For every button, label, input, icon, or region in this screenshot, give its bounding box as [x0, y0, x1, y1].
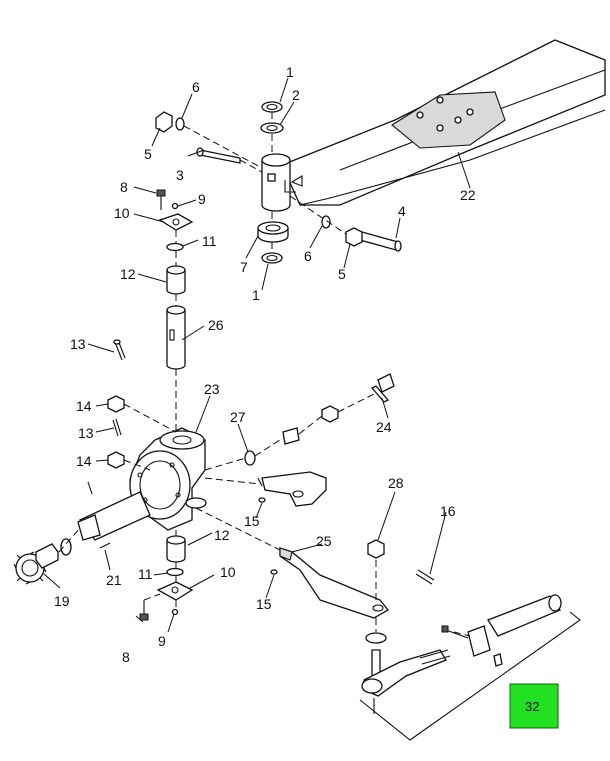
assembly-bracket: [359, 611, 581, 741]
cotter-pin-15-lower: [270, 569, 278, 575]
nut-lower: [345, 227, 363, 247]
draw-key-lower: [359, 231, 402, 252]
callout-15-lower: 15: [256, 596, 272, 612]
grease-fitting-lower: [171, 608, 179, 616]
callout-5-lower: 5: [338, 266, 346, 282]
steering-knuckle: [77, 427, 207, 541]
callout-15-upper: 15: [244, 513, 260, 529]
callout-labels: 1 2 3 4 5 5 6 6 7 8 8 9 9 10 10 11 11 12…: [54, 64, 476, 665]
callout-24: 24: [376, 419, 392, 435]
callout-23: 23: [204, 381, 220, 397]
nut-14-lower: [107, 451, 125, 469]
bushing-upper: [166, 265, 186, 295]
bolt-upper-cap: [156, 189, 166, 210]
washer-27: [244, 450, 256, 466]
callout-12-lower: 12: [214, 527, 230, 543]
callout-6-upper: 6: [192, 79, 200, 95]
grease-fitting-upper: [171, 202, 179, 210]
thrust-bearing: [257, 221, 289, 243]
axle-beam: [281, 39, 606, 206]
callout-27: 27: [230, 409, 246, 425]
cotter-pin-13-lower: [112, 418, 122, 437]
assembly-centerlines: [58, 112, 471, 637]
callout-9-upper: 9: [198, 191, 206, 207]
callout-32-box[interactable]: [509, 683, 559, 729]
cotter-pin-13-upper: [113, 339, 126, 361]
lower-thrust-washer: [261, 252, 283, 264]
callout-12-upper: 12: [120, 266, 136, 282]
gasket-lower: [166, 567, 184, 577]
callout-7: 7: [240, 259, 248, 275]
callout-11-upper: 11: [202, 233, 217, 249]
callout-10-lower: 10: [220, 564, 236, 580]
callout-4: 4: [398, 203, 406, 219]
callout-10-upper: 10: [114, 205, 130, 221]
lock-washer-upper: [175, 117, 185, 131]
upper-seal: [260, 122, 284, 134]
callout-19: 19: [54, 593, 70, 609]
callout-13-lower: 13: [78, 425, 94, 441]
tube-clamp: [441, 625, 503, 667]
cross-tube: [487, 594, 562, 637]
castle-nut: [367, 539, 385, 559]
callout-32-highlight[interactable]: 32: [509, 683, 559, 729]
tie-rod-arm: [279, 547, 389, 619]
callout-2: 2: [292, 87, 300, 103]
callout-1-lower: 1: [252, 287, 260, 303]
callout-14-lower: 14: [76, 453, 92, 469]
bolt-lower-cap: [139, 600, 149, 621]
cotter-pin-16: [415, 569, 435, 585]
callout-25: 25: [316, 533, 332, 549]
callout-6-lower: 6: [304, 248, 312, 264]
callout-1: 1: [286, 64, 294, 80]
callout-26: 26: [208, 317, 224, 333]
nut-upper: [155, 111, 173, 133]
callout-22: 22: [460, 187, 476, 203]
kingpin: [166, 305, 186, 370]
cotter-pin-21: [99, 542, 111, 549]
steering-arm-bolt: [370, 373, 395, 403]
callout-11-lower: 11: [138, 566, 153, 582]
lock-washer-lower: [321, 215, 331, 229]
callout-32[interactable]: 32: [525, 699, 539, 714]
leader-lines: [43, 77, 471, 633]
callout-14-upper: 14: [76, 398, 92, 414]
cotter-pin-15-upper: [258, 497, 266, 503]
tie-rod-end: [361, 632, 451, 714]
beam-kingpin-boss: [261, 153, 303, 212]
nut-14-upper: [107, 395, 125, 413]
cotter-pin-14: [87, 481, 93, 495]
callout-9-lower: 9: [158, 633, 166, 649]
callout-8-lower: 8: [122, 649, 130, 665]
steering-arm: [257, 471, 327, 507]
callout-16: 16: [440, 503, 456, 519]
kingpin-cap-upper: [158, 213, 194, 231]
spacer-24: [282, 427, 300, 445]
callout-3: 3: [176, 167, 184, 183]
bushing-lower: [166, 535, 186, 563]
callout-28: 28: [388, 475, 404, 491]
spindle-washer: [35, 538, 72, 569]
callout-5-upper: 5: [144, 146, 152, 162]
callout-13-upper: 13: [70, 336, 86, 352]
nut-24: [321, 405, 339, 423]
callout-8-upper: 8: [120, 179, 128, 195]
callout-21: 21: [106, 572, 122, 588]
upper-thrust-washer: [261, 101, 283, 113]
kingpin-cap-lower: [156, 581, 194, 601]
gasket-upper: [166, 242, 184, 252]
